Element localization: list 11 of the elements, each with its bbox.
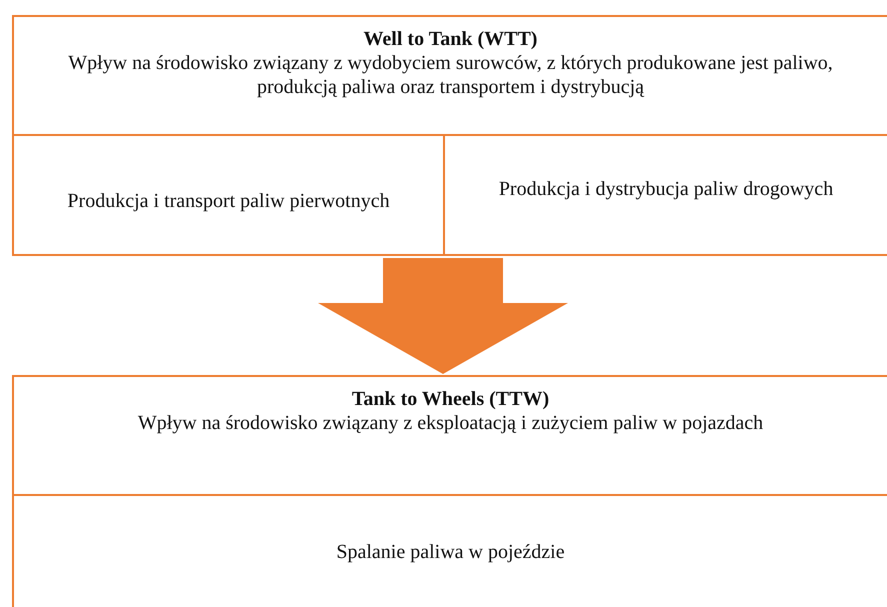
process-box	[12, 375, 887, 496]
box-label: Produkcja i dystrybucja paliw drogowych	[498, 177, 834, 201]
box-description: Wpływ na środowisko związany z wydobyciem surowców, z których produkowane jest paliwo, produkcją paliwa oraz transportem i dystrybucją	[67, 51, 834, 99]
box-label: Spalanie paliwa w pojeździe	[336, 540, 565, 564]
block-arrow	[318, 258, 568, 374]
box-heading: Well to Tank (WTT)	[364, 27, 538, 51]
box-heading: Tank to Wheels (TTW)	[352, 387, 550, 411]
process-box	[12, 15, 887, 136]
box-description: Wpływ na środowisko związany z eksploatacją i zużyciem paliw w pojazdach	[138, 411, 764, 435]
box-label: Produkcja i transport paliw pierwotnych	[67, 189, 390, 213]
process-box	[12, 134, 445, 256]
